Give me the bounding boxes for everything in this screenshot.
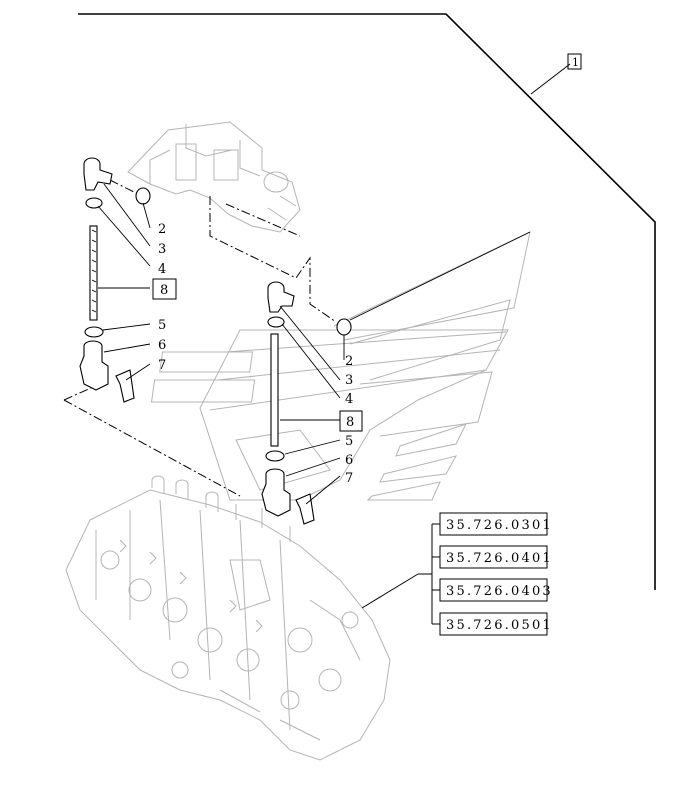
- reference-code-3: 35.726.0403: [446, 584, 553, 599]
- reference-code-4: 35.726.0501: [446, 618, 553, 633]
- frame-line: [78, 13, 656, 590]
- clevis: [79, 340, 109, 391]
- callout-right-8: 8: [346, 415, 354, 430]
- elbow-fitting: [83, 157, 113, 191]
- callout-right-3: 3: [345, 373, 353, 388]
- threaded-rod: [89, 225, 98, 321]
- washer-top-right: [267, 316, 285, 328]
- callout-right-8-box: [339, 410, 363, 432]
- callout-right-7: 7: [345, 471, 353, 486]
- reference-box-1: [439, 512, 548, 536]
- ghost-platform: [150, 231, 531, 501]
- dash-line-cap: [109, 179, 141, 196]
- reference-box-3: [439, 578, 548, 602]
- reference-code-1: 35.726.0301: [446, 518, 553, 533]
- reference-code-2: 35.726.0401: [446, 551, 553, 566]
- rod-assembly-left: 2 3 4 8 5 6 7: [79, 157, 177, 403]
- elbow-fitting-right: [267, 281, 295, 313]
- cap-nut: [135, 187, 151, 205]
- washer-bottom-right: [265, 450, 285, 462]
- callout-left-8-box: [152, 278, 177, 300]
- callout-left-6: 6: [158, 338, 166, 353]
- sheet-frame: 1: [78, 13, 656, 590]
- clevis-right: [261, 468, 291, 517]
- sheet-marker-box: [567, 53, 582, 70]
- rod-assembly-right: 2 3 4 8 5 6 7: [261, 231, 531, 525]
- assembly-lines: [63, 179, 337, 497]
- dash-line-upper: [209, 196, 337, 323]
- washer-bottom: [84, 326, 104, 338]
- reference-box-2: [439, 545, 548, 569]
- ghost-housing-upper: [127, 121, 301, 233]
- callout-left-4: 4: [158, 262, 166, 277]
- callout-right-2: 2: [345, 354, 353, 369]
- pin: [115, 369, 135, 403]
- washer-top: [85, 197, 103, 209]
- dash-line-left: [63, 383, 101, 401]
- pin-right: [295, 493, 315, 525]
- threaded-rod-right: [270, 333, 279, 447]
- ghost-housing-lower: [65, 475, 391, 761]
- callout-right-5: 5: [345, 434, 353, 449]
- sheet-marker-leader: [530, 63, 571, 95]
- sheet-marker: 1: [572, 56, 579, 69]
- reference-box-4: [439, 612, 548, 636]
- reference-leader: [361, 573, 419, 609]
- callout-left-3: 3: [158, 242, 166, 257]
- callout-left-2: 2: [158, 222, 166, 237]
- callout-left-5: 5: [158, 318, 166, 333]
- callout-left-8: 8: [160, 283, 168, 298]
- dash-line-upper-2: [225, 203, 301, 237]
- reference-code-group: 35.726.0301 35.726.0401 35.726.0403 35.7…: [361, 512, 553, 636]
- callout-left-7: 7: [158, 358, 166, 373]
- callout-right-6: 6: [345, 453, 353, 468]
- cap-nut-right: [336, 318, 352, 336]
- callout-right-4: 4: [345, 392, 353, 407]
